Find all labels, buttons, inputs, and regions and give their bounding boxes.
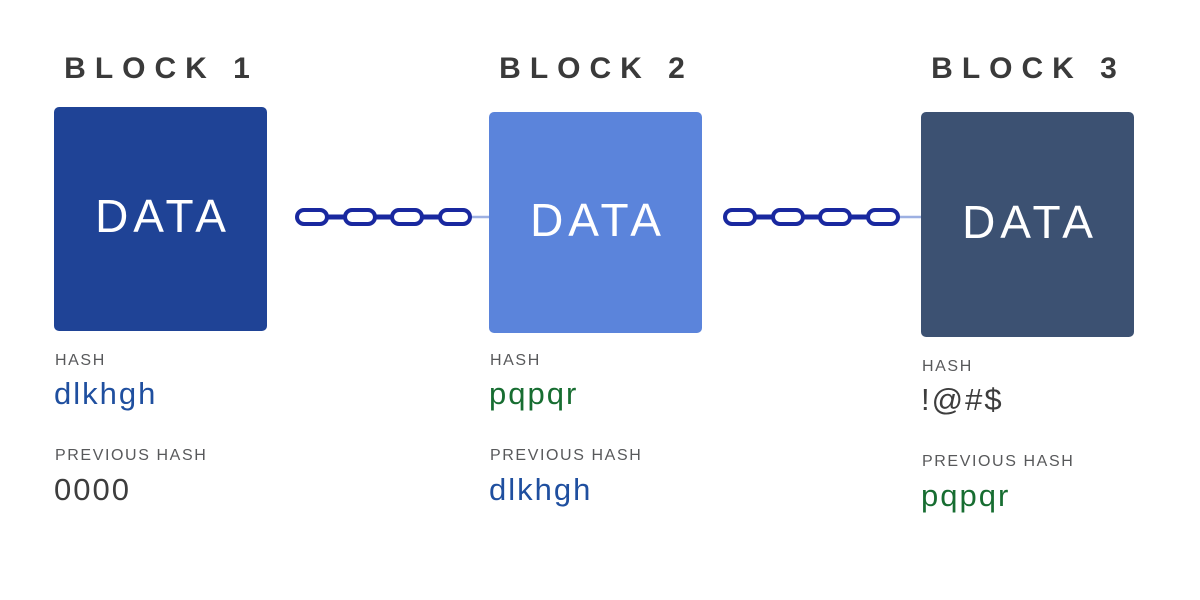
chain-link-3 bbox=[818, 208, 852, 226]
block-3-previous-hash-value: pqpqr bbox=[921, 478, 1011, 513]
chain-link-icon bbox=[703, 198, 922, 236]
chain-link-2 bbox=[771, 208, 805, 226]
chain-link-3 bbox=[390, 208, 424, 226]
block-2-hash-value: pqpqr bbox=[489, 376, 579, 411]
block-3-title: BLOCK 3 bbox=[931, 52, 1126, 85]
chain-link-4 bbox=[866, 208, 900, 226]
chain-link-icon bbox=[268, 198, 490, 236]
block-3-column: BLOCK 3 DATA HASH !@#$ PREVIOUS HASH pqp… bbox=[921, 0, 1136, 600]
block-1-title: BLOCK 1 bbox=[64, 52, 259, 85]
block-1-column: BLOCK 1 DATA HASH dlkhgh PREVIOUS HASH 0… bbox=[54, 0, 269, 600]
block-2-previous-hash-label: PREVIOUS HASH bbox=[490, 447, 643, 464]
block-3-data-box: DATA bbox=[921, 112, 1134, 337]
chain-link-1 bbox=[295, 208, 329, 226]
block-2-data-label: DATA bbox=[530, 193, 666, 246]
block-3-data-label: DATA bbox=[962, 195, 1098, 248]
block-1-previous-hash-label: PREVIOUS HASH bbox=[55, 447, 208, 464]
block-2-data-box: DATA bbox=[489, 112, 702, 333]
block-1-hash-label: HASH bbox=[55, 352, 106, 369]
block-2-previous-hash-value: dlkhgh bbox=[489, 472, 593, 507]
block-2-column: BLOCK 2 DATA HASH pqpqr PREVIOUS HASH dl… bbox=[489, 0, 704, 600]
block-1-previous-hash-value: 0000 bbox=[54, 472, 131, 507]
block-2-hash-label: HASH bbox=[490, 352, 541, 369]
chain-link-svg bbox=[723, 208, 922, 226]
block-3-hash-label: HASH bbox=[922, 358, 973, 375]
block-1-data-label: DATA bbox=[95, 190, 231, 242]
chain-link-1 bbox=[723, 208, 757, 226]
chain-link-2 bbox=[343, 208, 377, 226]
chain-link-svg bbox=[295, 208, 490, 226]
block-3-previous-hash-label: PREVIOUS HASH bbox=[922, 453, 1075, 470]
block-3-hash-value: !@#$ bbox=[921, 382, 1004, 417]
block-1-data-box: DATA bbox=[54, 107, 267, 331]
block-1-hash-value: dlkhgh bbox=[54, 376, 158, 411]
block-2-title: BLOCK 2 bbox=[499, 52, 694, 85]
chain-link-4 bbox=[438, 208, 472, 226]
